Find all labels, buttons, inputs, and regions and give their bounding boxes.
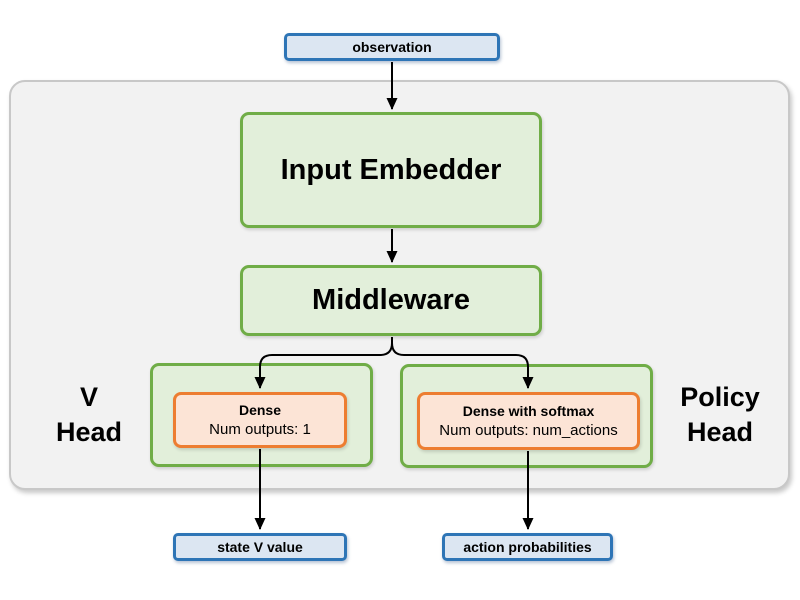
- state-v-value-label: state V value: [217, 539, 303, 555]
- action-probabilities-label: action probabilities: [463, 539, 592, 555]
- policy-head-label-line2: Head: [686, 417, 754, 447]
- policy-head-label-line1: Policy: [680, 382, 760, 412]
- policy-head-dense-node: Dense with softmax Num outputs: num_acti…: [417, 392, 640, 450]
- policy-head-dense-title: Dense with softmax: [462, 403, 595, 419]
- v-head-dense-node: Dense Num outputs: 1: [173, 392, 347, 448]
- observation-node: observation: [284, 33, 500, 61]
- state-v-value-node: state V value: [173, 533, 347, 561]
- action-probabilities-node: action probabilities: [442, 533, 613, 561]
- middleware-label: Middleware: [312, 284, 470, 316]
- observation-label: observation: [352, 39, 432, 55]
- policy-head-label: Policy Head: [650, 380, 790, 450]
- v-head-dense-detail: Num outputs: 1: [209, 421, 311, 438]
- policy-head-dense-detail: Num outputs: num_actions: [439, 422, 618, 439]
- v-head-label-line1: V: [79, 382, 98, 412]
- v-head-dense-title: Dense: [238, 402, 282, 418]
- input-embedder-label: Input Embedder: [280, 153, 502, 186]
- v-head-label-line2: Head: [55, 417, 123, 447]
- v-head-label: V Head: [28, 380, 150, 450]
- middleware-node: Middleware: [240, 265, 542, 336]
- input-embedder-node: Input Embedder: [240, 112, 542, 228]
